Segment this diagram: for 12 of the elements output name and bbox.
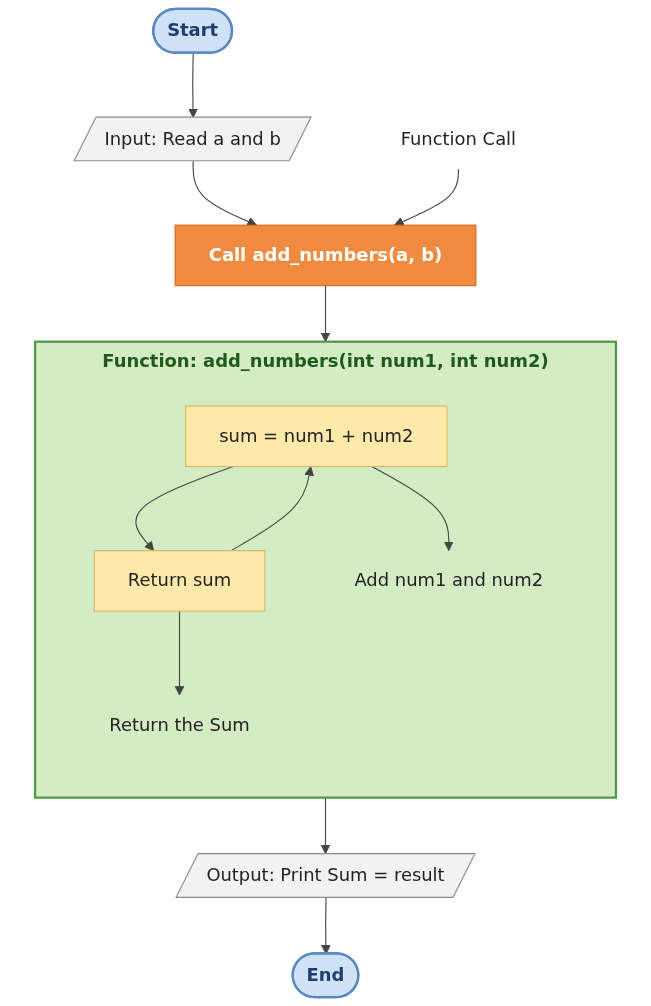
arrow — [135, 466, 234, 552]
node-text: Function Call — [400, 127, 517, 149]
arrow — [371, 466, 454, 552]
node-box: Call add_numbers(a, b) — [174, 224, 477, 287]
node-text: Return the Sum — [109, 714, 250, 736]
node-box: Return sum — [93, 550, 266, 612]
arrow — [230, 466, 314, 552]
arrow — [192, 160, 257, 227]
arrow — [174, 610, 185, 696]
node-text: Add num1 and num2 — [354, 569, 544, 591]
node-box: sum = num1 + num2 — [185, 405, 448, 468]
arrow — [394, 168, 459, 227]
